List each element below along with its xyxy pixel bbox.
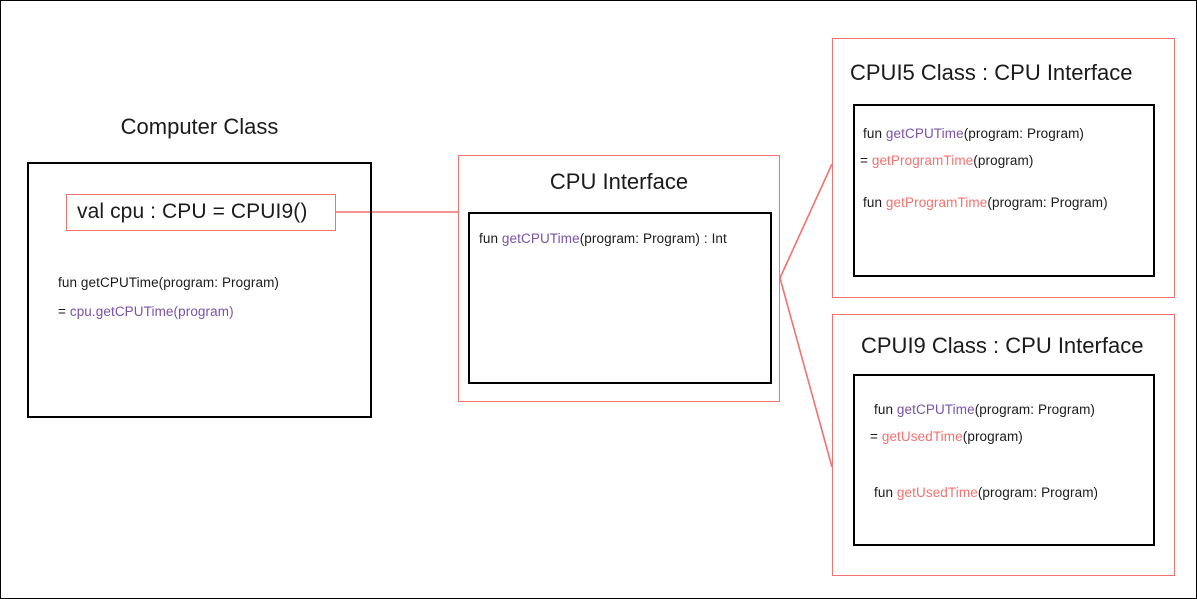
cpui5-l3-fun: fun — [863, 195, 886, 210]
cpui9-line-1: fun getCPUTime(program: Program) — [874, 402, 1096, 418]
cpui9-l1-name: getCPUTime — [896, 402, 975, 417]
cpui9-inner-box — [853, 374, 1155, 546]
cpui9-l3-params: (program: Program) — [977, 485, 1099, 500]
cpu-interface-signature: fun getCPUTime(program: Program) : Int — [479, 231, 727, 247]
cpui5-l3-name: getProgramTime — [885, 195, 988, 210]
cpu-interface-title: CPU Interface — [549, 169, 689, 194]
cpui9-l2-eq: = — [870, 429, 882, 444]
cpui9-l3-fun: fun — [874, 485, 897, 500]
signature-fun-keyword: fun — [479, 231, 502, 246]
cpui9-line-3: fun getUsedTime(program: Program) — [874, 485, 1099, 501]
computer-class-field-text: val cpu : CPU = CPUI9() — [77, 200, 308, 223]
computer-class-method-line2: = cpu.getCPUTime(program) — [58, 304, 234, 320]
connector-interface-to-cpui9 — [779, 277, 833, 468]
cpui9-l2-params: (program) — [962, 429, 1023, 444]
cpui5-line-2: = getProgramTime(program) — [860, 153, 1034, 169]
cpui5-inner-box — [853, 104, 1155, 277]
cpui9-l2-name: getUsedTime — [881, 429, 963, 444]
computer-class-box — [27, 162, 372, 418]
computer-class-method-line1: fun getCPUTime(program: Program) — [58, 275, 280, 290]
cpui5-l2-params: (program) — [973, 153, 1034, 168]
cpui5-l1-fun: fun — [863, 126, 886, 141]
cpui9-title: CPUI9 Class : CPU Interface — [861, 333, 1144, 358]
cpui9-l3-name: getUsedTime — [896, 485, 978, 500]
cpui5-title: CPUI5 Class : CPU Interface — [850, 60, 1133, 85]
cpui5-l1-name: getCPUTime — [885, 126, 964, 141]
cpui9-outer-box — [832, 314, 1175, 576]
cpui5-line-3: fun getProgramTime(program: Program) — [863, 195, 1108, 211]
signature-return-type: : Int — [700, 231, 727, 246]
cpui5-l3-params: (program: Program) — [987, 195, 1108, 210]
cpui9-line-2: = getUsedTime(program) — [870, 429, 1023, 445]
method-line2-call: cpu.getCPUTime(program) — [69, 304, 234, 319]
computer-class-field-box — [66, 194, 336, 231]
signature-params: (program: Program) — [579, 231, 701, 246]
cpui9-l1-params: (program: Program) — [974, 402, 1096, 417]
cpui9-l1-fun: fun — [874, 402, 897, 417]
method-line2-prefix: = — [58, 304, 70, 319]
cpu-interface-outer-box — [458, 155, 780, 402]
connector-interface-to-cpui5 — [779, 163, 833, 279]
cpu-interface-inner-box — [468, 212, 772, 384]
computer-class-title: Computer Class — [120, 114, 279, 139]
signature-method-name: getCPUTime — [501, 231, 580, 246]
cpui5-line-1: fun getCPUTime(program: Program) — [863, 126, 1085, 142]
cpui5-l2-eq: = — [860, 153, 872, 168]
cpui5-l2-name: getProgramTime — [871, 153, 974, 168]
cpui5-l1-params: (program: Program) — [963, 126, 1085, 141]
cpui5-outer-box — [832, 38, 1175, 298]
